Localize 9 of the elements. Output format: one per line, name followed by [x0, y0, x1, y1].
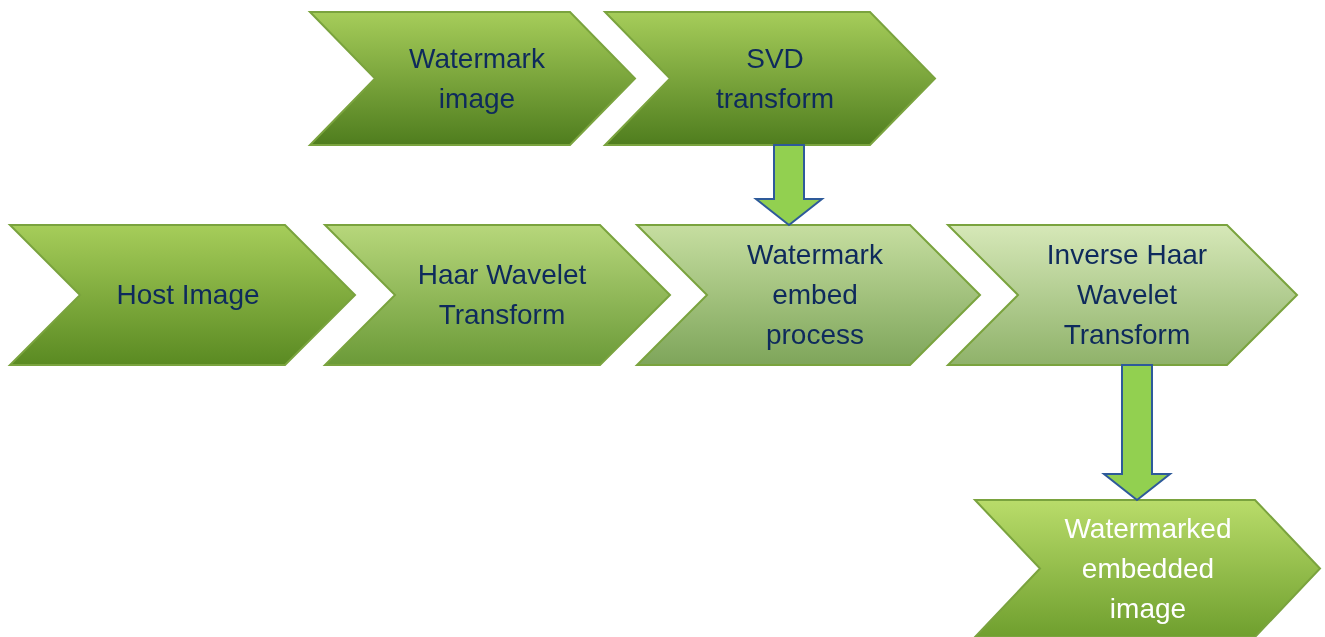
- step-label: Watermarked embedded image: [1063, 511, 1233, 626]
- step-label: Inverse Haar Wavelet Transform: [1045, 238, 1209, 352]
- step-label: Watermark image: [408, 41, 546, 116]
- step-label: Haar Wavelet Transform: [417, 258, 587, 332]
- block-arrow: [753, 144, 825, 227]
- block-arrow: [1101, 364, 1173, 502]
- step-label: Watermark embed process: [746, 238, 884, 352]
- step-label: Host Image: [116, 278, 260, 312]
- step-label: SVD transform: [714, 41, 836, 116]
